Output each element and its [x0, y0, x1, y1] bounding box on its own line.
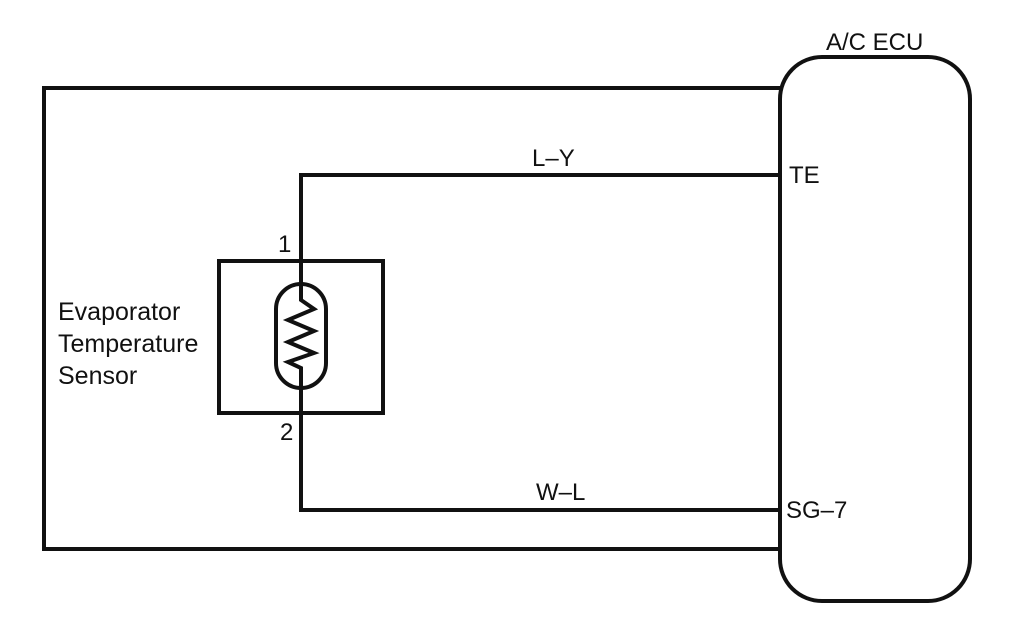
sensor-housing — [217, 259, 385, 415]
thermistor-capsule — [274, 282, 328, 390]
terminal-sg7-label: SG–7 — [786, 497, 847, 524]
wire-l-y-label: L–Y — [532, 145, 575, 172]
ecu-title: A/C ECU — [826, 29, 923, 56]
wire-w-l-label: W–L — [536, 479, 585, 506]
thermistor-resistor-icon — [282, 286, 320, 378]
sensor-name-line-2: Temperature — [58, 330, 198, 358]
ac-ecu-box — [778, 55, 972, 603]
terminal-te-label: TE — [789, 162, 820, 189]
sensor-pin-2-label: 2 — [280, 419, 293, 446]
sensor-pin-1-label: 1 — [278, 231, 291, 258]
wire-w-l — [299, 374, 784, 512]
wire-l-y — [299, 173, 784, 290]
sensor-name-line-1: Evaporator — [58, 298, 180, 326]
sensor-name-line-3: Sensor — [58, 362, 137, 390]
outer-ground-loop — [42, 86, 784, 551]
